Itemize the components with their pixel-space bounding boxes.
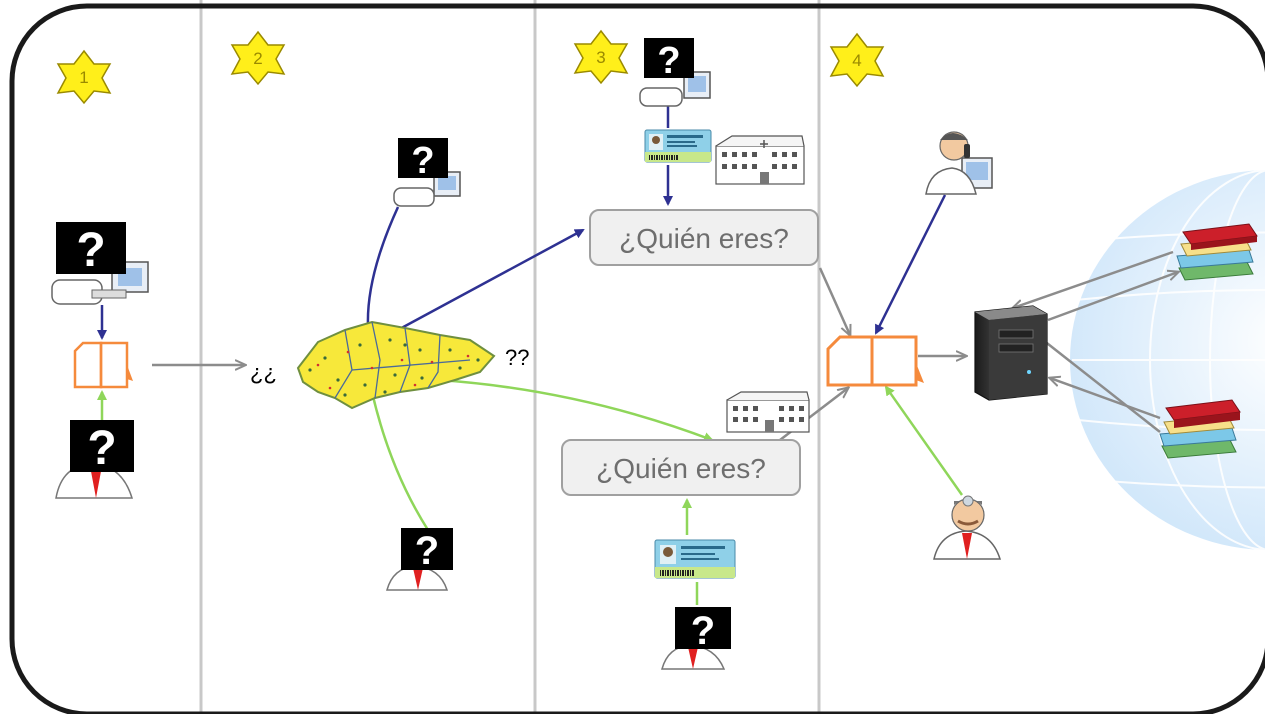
unknown-doctor-icon: ? — [661, 607, 731, 670]
blue-arrow — [369, 228, 585, 347]
identity-prompt-top: ¿Quién eres? — [589, 209, 819, 266]
question-mark: ? — [415, 529, 439, 573]
gray-arrow — [818, 267, 850, 335]
identity-prompt-text: ¿Quién eres? — [596, 453, 766, 484]
unknown-doctor-computer-icon: ? — [393, 138, 461, 207]
server-icon — [974, 305, 1048, 401]
gray-arrow — [1042, 339, 1161, 433]
step-badge-2: 2 — [230, 30, 286, 86]
gray-arrow — [1047, 272, 1178, 322]
unknown-doctor-computer-icon: ? — [639, 38, 711, 107]
step-number: 2 — [253, 49, 262, 68]
step-badge-1: 1 — [56, 49, 112, 105]
step-number: 1 — [79, 68, 88, 87]
green-arrow — [884, 385, 964, 496]
identity-prompt-bottom: ¿Quién eres? — [561, 439, 801, 496]
unknown-doctor-icon: ? — [386, 528, 453, 591]
gray-arrow — [1013, 250, 1174, 308]
hospital-icon — [715, 135, 805, 185]
question-mark: ? — [76, 224, 105, 277]
identified-doctor-computer-icon — [925, 131, 993, 195]
andalusia-map-icon — [296, 320, 496, 410]
question-mark: ? — [657, 40, 680, 82]
step-badge-4: 4 — [829, 32, 885, 88]
star-badge-icon — [56, 49, 112, 105]
step-badge-3: 3 — [573, 29, 629, 85]
star-badge-icon — [230, 30, 286, 86]
question-mark: ? — [87, 422, 116, 475]
green-arrow — [370, 391, 430, 531]
id-card-icon — [644, 129, 712, 163]
document-icon — [826, 335, 924, 387]
id-card-icon — [654, 539, 736, 579]
step-number: 3 — [596, 48, 605, 67]
identified-doctor-icon — [933, 495, 1002, 560]
unknown-doctor-computer-icon: ? — [51, 222, 149, 305]
book-stack-icon — [1159, 399, 1241, 459]
diagram-frame — [9, 3, 1265, 714]
identity-prompt-text: ¿Quién eres? — [619, 223, 789, 254]
star-badge-icon — [573, 29, 629, 85]
gray-arrow — [1050, 378, 1161, 420]
blue-arrow — [874, 194, 947, 335]
document-icon — [73, 341, 133, 389]
star-badge-icon — [829, 32, 885, 88]
question-mark: ? — [691, 609, 715, 653]
step-number: 4 — [852, 51, 861, 70]
map-prefix-text: ¿¿ — [250, 360, 277, 385]
question-mark: ? — [411, 140, 434, 182]
green-arrow — [439, 378, 714, 442]
book-stack-icon — [1176, 223, 1258, 281]
hospital-icon — [726, 391, 810, 433]
unknown-doctor-icon: ? — [55, 420, 134, 499]
map-suffix-text: ?? — [505, 345, 529, 370]
